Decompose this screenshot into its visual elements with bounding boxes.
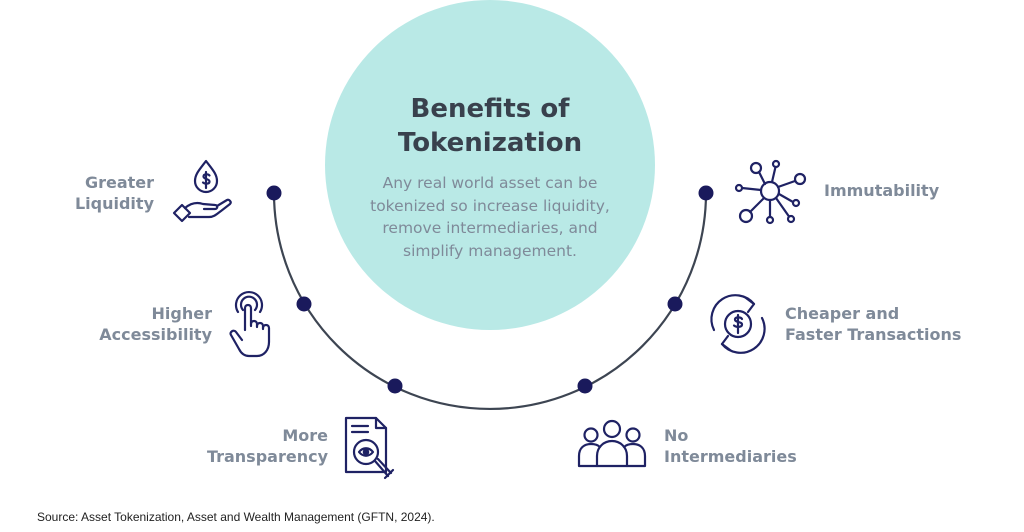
hand-dollar-drop-icon [172, 158, 236, 226]
benefit-label-line2: Intermediaries [664, 447, 797, 466]
benefit-label-higher-accessibility: Higher Accessibility [99, 303, 212, 345]
benefit-label-line1: Greater [84, 173, 154, 192]
center-title: Benefits of Tokenization [340, 92, 640, 160]
benefit-label-line1: Immutability [824, 181, 940, 200]
arc-dot-greater-liquidity [266, 185, 282, 201]
arc-dot-no-intermediaries [577, 378, 593, 394]
benefit-label-line2: Faster Transactions [785, 325, 962, 344]
benefit-label-immutability: Immutability [824, 180, 939, 201]
center-title-line2: Tokenization [397, 128, 583, 158]
benefit-label-line1: More [282, 426, 328, 445]
document-magnifier-icon [340, 412, 402, 484]
benefits-arc [272, 192, 708, 411]
center-circle [325, 0, 655, 330]
center-description: Any real world asset can be tokenized so… [370, 174, 610, 260]
arc-dot-higher-accessibility [296, 296, 312, 312]
arc-dot-more-transparency [387, 378, 403, 394]
arc-dot-immutability [698, 185, 714, 201]
center-title-line1: Benefits of [410, 94, 570, 124]
source-citation: Source: Asset Tokenization, Asset and We… [37, 510, 435, 524]
benefit-label-line1: No [664, 426, 689, 445]
benefit-label-line2: Accessibility [99, 325, 212, 344]
touch-finger-icon [228, 290, 280, 360]
benefit-label-greater-liquidity: Greater Liquidity [75, 172, 154, 214]
benefit-label-line2: Transparency [206, 447, 328, 466]
dollar-cycle-icon [706, 292, 770, 356]
benefit-label-line1: Higher [151, 304, 212, 323]
arc-dot-cheaper-faster [667, 296, 683, 312]
network-nodes-icon [734, 158, 810, 228]
benefit-label-no-intermediaries: No Intermediaries [664, 425, 797, 467]
benefit-label-line2: Liquidity [74, 194, 154, 213]
people-group-icon [576, 418, 648, 470]
benefit-label-line1: Cheaper and [785, 304, 900, 323]
benefit-label-more-transparency: More Transparency [207, 425, 328, 467]
benefit-label-cheaper-faster-transactions: Cheaper and Faster Transactions [785, 303, 961, 345]
